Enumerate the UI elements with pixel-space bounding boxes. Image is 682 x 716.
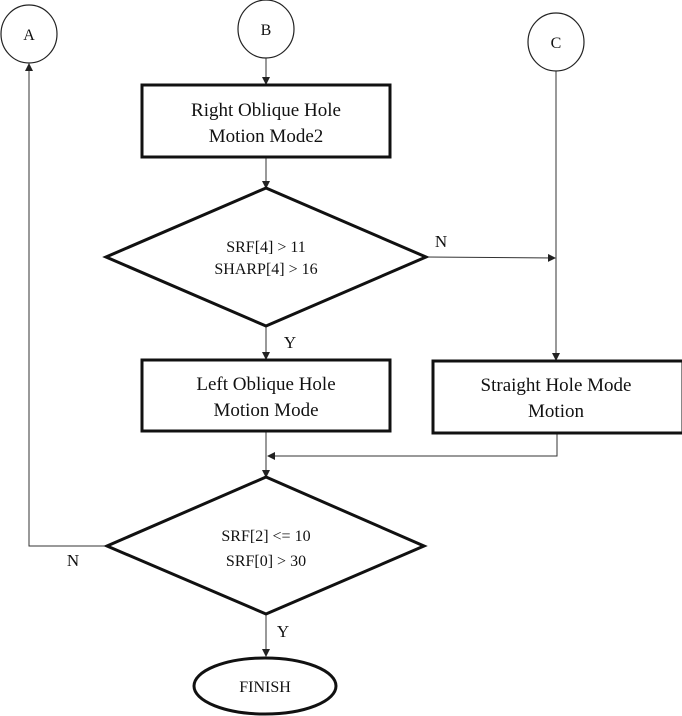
decision2-line1: SRF[2] <= 10 <box>221 528 310 545</box>
terminal-label: FINISH <box>239 679 291 696</box>
arrow-decision1-no <box>425 253 556 262</box>
connector-b: B <box>237 0 295 59</box>
connector-c: C <box>527 12 585 72</box>
decision-srf4-sharp4: SRF[4] > 11 SHARP[4] > 16 <box>102 186 430 328</box>
decision2-no-label: N <box>67 551 79 570</box>
process1-line2: Motion Mode2 <box>209 126 324 147</box>
decision-srf2-srf0: SRF[2] <= 10 SRF[0] > 30 <box>103 475 428 616</box>
decision1-no-label: N <box>435 232 447 251</box>
decision1-yes-label: Y <box>284 333 296 352</box>
connector-a-label: A <box>23 27 35 44</box>
process-right-oblique: Right Oblique Hole Motion Mode2 <box>140 83 392 159</box>
process2-line1: Left Oblique Hole <box>196 374 335 395</box>
process-left-oblique: Left Oblique Hole Motion Mode <box>140 358 392 433</box>
connector-b-label: B <box>261 22 272 39</box>
process2-line2: Motion Mode <box>213 400 318 421</box>
decision1-line1: SRF[4] > 11 <box>226 239 306 256</box>
decision1-line2: SHARP[4] > 16 <box>214 261 317 278</box>
arrow-process3-to-merge <box>267 434 558 460</box>
connector-a: A <box>0 4 58 64</box>
connector-c-label: C <box>551 35 562 52</box>
process3-line2: Motion <box>528 401 584 422</box>
decision2-yes-label: Y <box>277 622 289 641</box>
process1-line1: Right Oblique Hole <box>191 100 341 121</box>
terminal-finish: FINISH <box>192 656 338 716</box>
arrow-decision2-no-to-a <box>25 63 107 547</box>
decision2-line2: SRF[0] > 30 <box>226 553 306 570</box>
process3-line1: Straight Hole Mode <box>481 375 632 396</box>
process-straight-hole: Straight Hole Mode Motion <box>431 359 682 435</box>
